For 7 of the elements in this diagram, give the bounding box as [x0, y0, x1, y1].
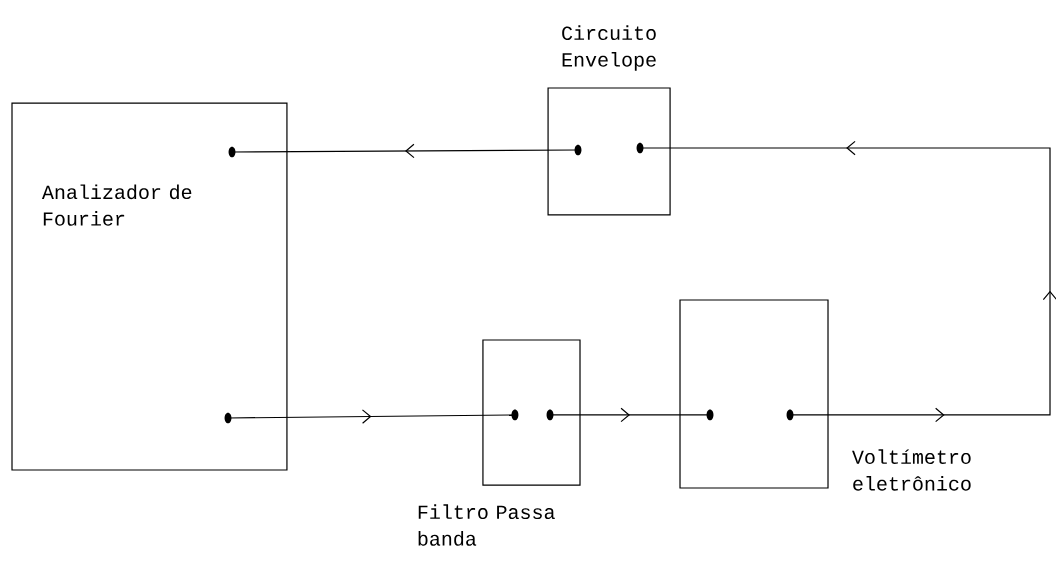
node-label: Circuito Envelope: [562, 25, 656, 71]
node-label: Filtro Passa banda: [418, 504, 555, 546]
node-label: Voltímetro eletrônico: [852, 449, 971, 491]
instrument-box: Voltímetro eletrônico: [679, 299, 971, 491]
instrument-box: Filtro Passa banda: [418, 339, 581, 546]
instrument-box: Analizador de Fourier: [11, 102, 288, 471]
instrument-box: Circuito Envelope: [547, 25, 671, 216]
